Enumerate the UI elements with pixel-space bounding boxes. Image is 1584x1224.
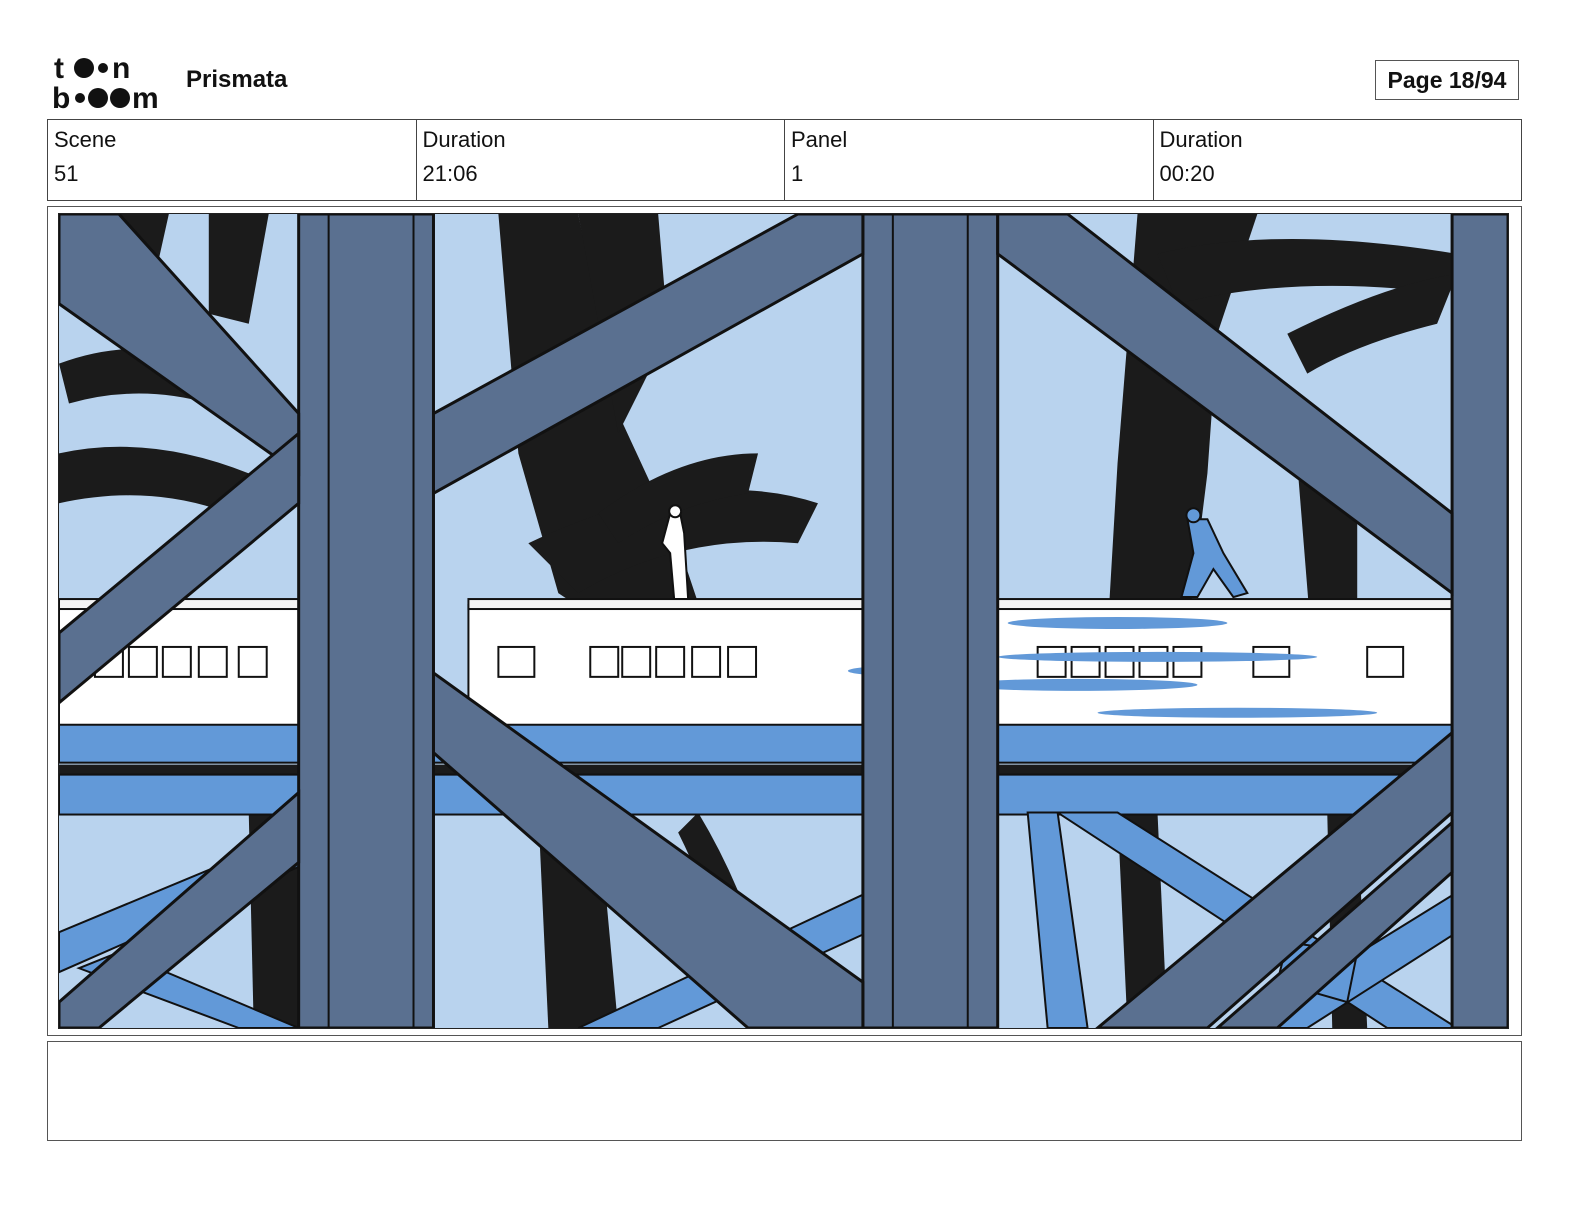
toon-boom-logo: t n b m <box>52 52 159 112</box>
scene-info-table: Scene 51 Duration 21:06 Panel 1 Duration… <box>47 119 1522 201</box>
steel-girders <box>59 214 1508 1028</box>
tree-silhouettes <box>59 214 1458 1028</box>
panel-label: Panel <box>791 127 848 152</box>
svg-text:t: t <box>54 52 64 85</box>
storyboard-panel-image <box>58 213 1509 1029</box>
panel-frame <box>47 206 1522 1036</box>
svg-text:m: m <box>132 82 159 112</box>
project-name: Prismata <box>186 66 288 93</box>
svg-text:n: n <box>112 52 130 85</box>
panel-duration-label: Duration <box>1159 127 1243 152</box>
characters <box>661 504 1249 601</box>
panel-duration-cell: Duration 00:20 <box>1154 120 1522 200</box>
page-indicator: Page 18/94 <box>1375 60 1519 100</box>
scene-cell: Scene 51 <box>48 120 417 200</box>
panel-cell: Panel 1 <box>785 120 1154 200</box>
scene-label: Scene <box>54 127 117 152</box>
scene-value: 51 <box>54 161 79 186</box>
scene-duration-cell: Duration 21:06 <box>417 120 785 200</box>
panel-value: 1 <box>791 161 804 186</box>
scene-duration-value: 21:06 <box>422 161 478 186</box>
panel-duration-value: 00:20 <box>1159 161 1215 186</box>
girder-edges <box>327 214 969 1028</box>
panel-notes <box>47 1041 1522 1141</box>
track-beam <box>59 723 1508 816</box>
svg-text:b: b <box>52 82 70 112</box>
scene-duration-label: Duration <box>422 127 506 152</box>
train <box>59 598 1459 728</box>
